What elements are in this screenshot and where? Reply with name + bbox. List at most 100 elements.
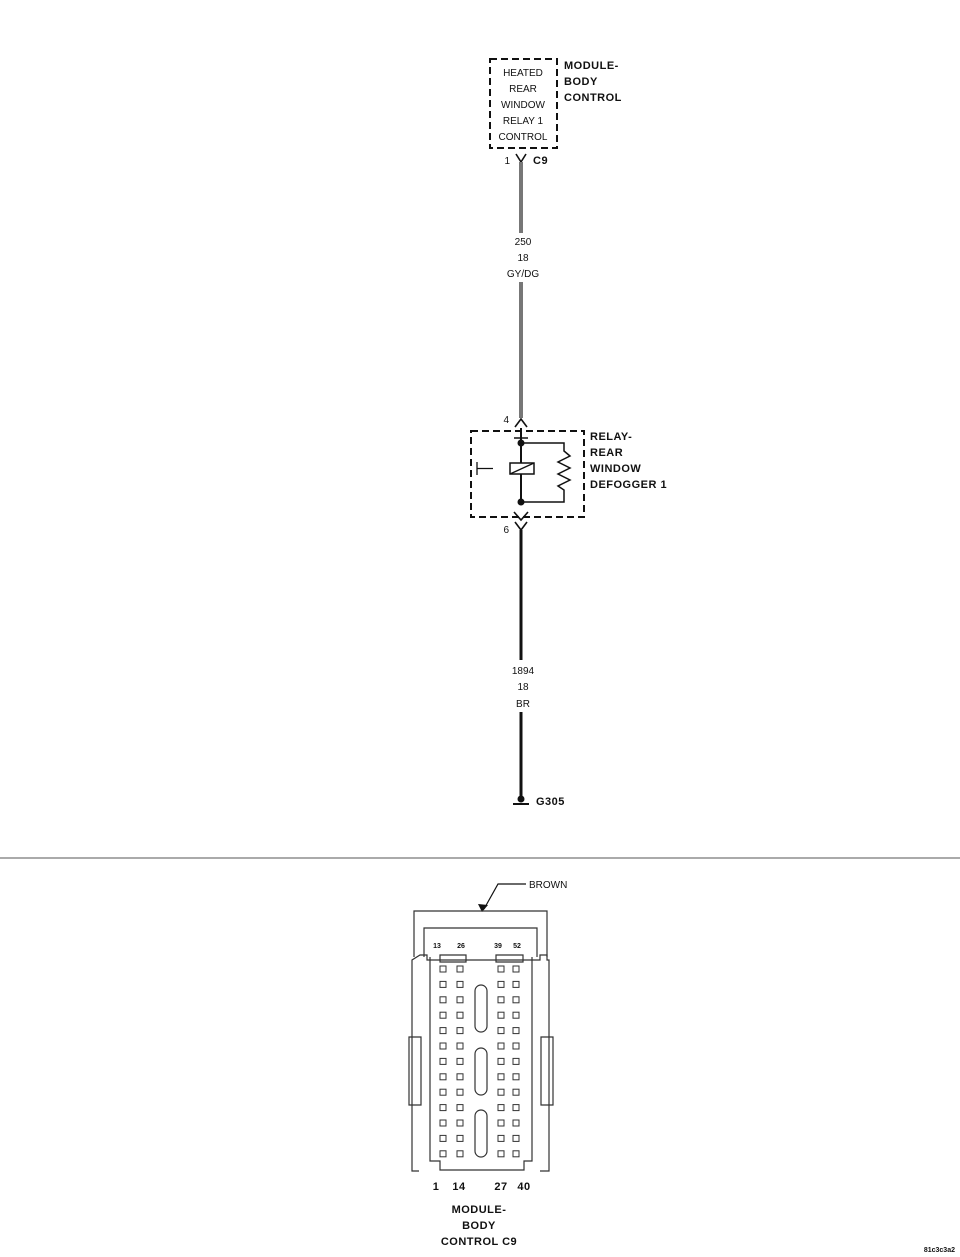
connector-bottom-pin-40: 40 xyxy=(517,1181,530,1193)
connector-top-tabs xyxy=(439,954,524,963)
module-function-line-1: HEATED xyxy=(503,68,543,79)
connector-top-pin-13: 13 xyxy=(433,943,441,950)
relay-box xyxy=(470,430,585,518)
connector-cavity xyxy=(439,1011,447,1019)
relay-pin6-connector-inner xyxy=(513,511,529,522)
connector-key-slot-1 xyxy=(474,984,488,1033)
figure-id: 81c3c3a2 xyxy=(924,1247,955,1254)
connector-cavity xyxy=(512,965,520,973)
connector-cavity xyxy=(456,965,464,973)
ground-label: G305 xyxy=(536,796,565,808)
connector-cavity xyxy=(497,996,505,1004)
connector-cavity xyxy=(497,1057,505,1065)
relay-pin-in-number: 4 xyxy=(503,415,509,426)
connector-cavity xyxy=(439,1073,447,1081)
relay-title-line-2: REAR xyxy=(590,447,623,459)
connector-bottom-pin-1: 1 xyxy=(433,1181,440,1193)
module-function-line-4: RELAY 1 xyxy=(503,116,544,127)
connector-title-line-2: BODY xyxy=(462,1220,496,1232)
module-connector-symbol xyxy=(515,153,527,163)
connector-cavity xyxy=(497,980,505,988)
connector-cavity xyxy=(456,1057,464,1065)
connector-cavities xyxy=(439,965,520,1158)
relay-contact-symbol xyxy=(476,462,493,475)
connector-housing-outline xyxy=(411,954,550,1172)
relay-pin4-connector-symbol xyxy=(514,417,528,428)
module-title-line-2: BODY xyxy=(564,76,598,88)
wire-1894-gauge: 18 xyxy=(517,682,529,693)
module-function-line-3: WINDOW xyxy=(501,100,545,111)
module-title-line-1: MODULE- xyxy=(564,60,619,72)
connector-top-pin-39: 39 xyxy=(494,943,502,950)
connector-key-slot-3 xyxy=(474,1109,488,1158)
connector-cavity xyxy=(497,1119,505,1127)
connector-cavity xyxy=(497,1073,505,1081)
connector-cavity xyxy=(439,996,447,1004)
connector-side-lock-right xyxy=(540,1036,554,1106)
connector-cavity xyxy=(512,1150,520,1158)
relay-pin-out-number: 6 xyxy=(503,525,509,536)
connector-title-line-3: CONTROL C9 xyxy=(441,1236,517,1248)
connector-cavity xyxy=(512,1104,520,1112)
connector-cavity xyxy=(439,1042,447,1050)
connector-cavity xyxy=(497,1088,505,1096)
connector-cavity xyxy=(497,1042,505,1050)
connector-cavity xyxy=(456,1042,464,1050)
connector-cavity xyxy=(439,1134,447,1142)
connector-cavity xyxy=(439,1150,447,1158)
connector-cavity xyxy=(456,1119,464,1127)
connector-cavity xyxy=(512,1011,520,1019)
connector-cavity xyxy=(497,965,505,973)
connector-cavity xyxy=(456,1104,464,1112)
connector-cavity xyxy=(456,1134,464,1142)
connector-cavity xyxy=(456,1150,464,1158)
connector-cavity xyxy=(439,1088,447,1096)
connector-cavity xyxy=(512,1088,520,1096)
connector-cavity xyxy=(497,1134,505,1142)
module-body-control-box xyxy=(489,58,558,149)
connector-title-line-1: MODULE- xyxy=(452,1204,507,1216)
module-pin-number: 1 xyxy=(504,156,510,167)
connector-cavity xyxy=(512,1027,520,1035)
connector-latch-inner xyxy=(423,927,538,957)
wire-1894-circuit: 1894 xyxy=(512,666,535,677)
connector-cavity xyxy=(456,1011,464,1019)
connector-cavity xyxy=(456,996,464,1004)
connector-cavity xyxy=(439,1119,447,1127)
relay-coil-diagonal xyxy=(509,462,535,475)
relay-title-line-4: DEFOGGER 1 xyxy=(590,479,667,491)
wire-250-circuit: 250 xyxy=(515,237,532,248)
connector-bottom-pin-14: 14 xyxy=(452,1181,466,1193)
connector-cavity xyxy=(439,1027,447,1035)
connector-cavity xyxy=(439,1057,447,1065)
connector-cavity xyxy=(512,1057,520,1065)
connector-body xyxy=(408,910,554,1172)
connector-cavity xyxy=(456,1088,464,1096)
connector-cavity xyxy=(512,1134,520,1142)
connector-cavity xyxy=(512,996,520,1004)
connector-cavity xyxy=(439,965,447,973)
connector-cavity xyxy=(497,1027,505,1035)
connector-side-lock-left xyxy=(408,1036,422,1106)
ground-dot xyxy=(517,795,525,803)
connector-cavity xyxy=(512,1119,520,1127)
connector-color-label: BROWN xyxy=(529,880,567,891)
relay-suppression-resistor xyxy=(521,442,572,503)
relay-pin6-connector-symbol xyxy=(514,521,528,532)
color-leader-line xyxy=(483,883,526,910)
wire-250-gauge: 18 xyxy=(517,253,529,264)
connector-latch-outer xyxy=(413,910,548,957)
connector-cavity xyxy=(456,1027,464,1035)
connector-top-pin-52: 52 xyxy=(513,943,521,950)
connector-cavity xyxy=(456,980,464,988)
module-connector-label: C9 xyxy=(533,155,548,167)
connector-cavity xyxy=(497,1104,505,1112)
module-function-line-5: CONTROL xyxy=(499,132,548,143)
connector-cavity xyxy=(456,1073,464,1081)
wire-1894-color: BR xyxy=(516,699,530,710)
connector-bottom-pin-27: 27 xyxy=(494,1181,507,1193)
module-function-line-2: REAR xyxy=(509,84,537,95)
connector-cavity xyxy=(497,1150,505,1158)
